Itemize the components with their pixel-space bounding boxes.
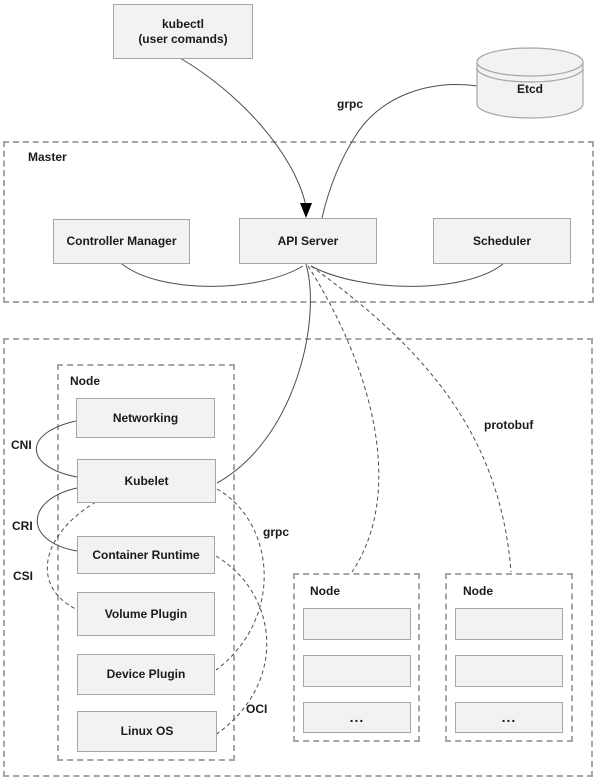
master-group <box>3 141 594 303</box>
networking-box: Networking <box>76 398 215 438</box>
etcd-cylinder-rim <box>476 67 584 83</box>
node3-group <box>445 573 573 742</box>
container-runtime-box: Container Runtime <box>77 536 215 574</box>
scheduler-box: Scheduler <box>433 218 571 264</box>
node1-group-label: Node <box>70 374 100 388</box>
edge-apiserver-node2 <box>307 265 380 573</box>
linux-os-box: Linux OS <box>77 711 217 752</box>
device-plugin-box: Device Plugin <box>77 654 215 695</box>
label-oci: OCI <box>246 702 268 716</box>
label-csi: CSI <box>13 569 34 583</box>
kubectl-label-line2: (user comands) <box>138 31 228 46</box>
kubelet-box: Kubelet <box>77 459 216 503</box>
etcd-cylinder-top <box>476 47 584 77</box>
label-protobuf: protobuf <box>484 418 534 432</box>
node3-group-label: Node <box>463 584 493 598</box>
edge-controllermanager-apiserver <box>121 263 304 287</box>
edge-cri-kubelet-containerruntime <box>36 487 78 552</box>
edge-csi-kubelet-volumeplugin <box>46 501 97 611</box>
node2-ellipsis-box: ... <box>303 702 411 733</box>
label-cni: CNI <box>11 438 32 452</box>
kubectl-label-line1: kubectl <box>161 16 204 31</box>
kubectl-box: kubectl (user comands) <box>113 4 253 59</box>
etcd-label: Etcd <box>516 82 543 96</box>
master-group-label: Master <box>28 150 67 164</box>
cluster-group <box>3 338 593 777</box>
api-server-box: API Server <box>239 218 377 264</box>
edge-etcd-apiserver <box>321 84 479 219</box>
volume-plugin-box: Volume Plugin <box>77 592 215 636</box>
etcd-cylinder-body <box>476 62 584 119</box>
edge-kubectl-apiserver <box>179 57 307 207</box>
edge-oci-containerruntime-linuxos <box>213 555 268 737</box>
edge-grpc-kubelet-deviceplugin <box>215 488 265 671</box>
label-grpc-node: grpc <box>263 525 290 539</box>
node2-group-label: Node <box>310 584 340 598</box>
node2-placeholder-box-2 <box>303 655 411 687</box>
edge-apiserver-kubelet <box>216 263 311 484</box>
node2-placeholder-box-1 <box>303 608 411 640</box>
controller-manager-box: Controller Manager <box>53 219 190 264</box>
node1-group <box>57 364 235 761</box>
edge-apiserver-node3-protobuf <box>310 265 512 573</box>
edge-cni-networking-kubelet <box>35 420 78 478</box>
node2-group <box>293 573 420 742</box>
node3-placeholder-box-2 <box>455 655 563 687</box>
arrowhead-icon <box>300 203 312 218</box>
node3-ellipsis-box: ... <box>455 702 563 733</box>
label-cri: CRI <box>12 519 33 533</box>
edge-scheduler-apiserver <box>310 263 504 287</box>
node3-placeholder-box-1 <box>455 608 563 640</box>
label-grpc-top: grpc <box>337 97 364 111</box>
etcd-cylinder <box>476 47 584 119</box>
